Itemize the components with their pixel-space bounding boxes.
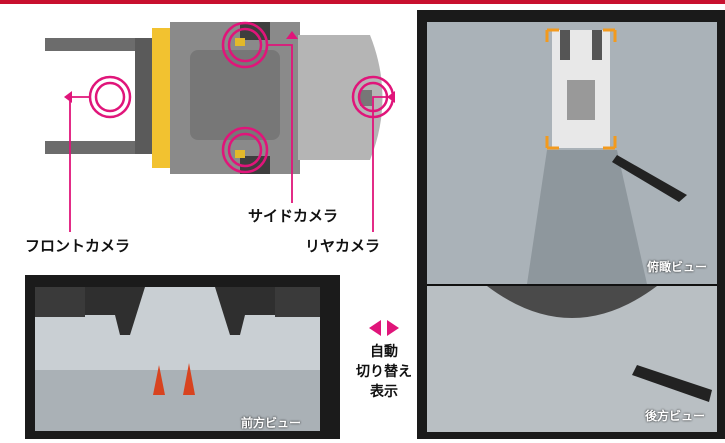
rear-camera-label: リヤカメラ (305, 237, 381, 255)
monitor-left-screen (35, 287, 320, 431)
leader-side (267, 44, 293, 203)
monitor-right-screen (427, 22, 717, 432)
birdseye-view-label: 俯瞰ビュー (647, 260, 708, 274)
forklift-diagram (45, 22, 383, 174)
camera-marker-icon (221, 126, 269, 174)
switch-arrows-icon (369, 320, 399, 336)
arrow-side (286, 31, 298, 39)
front-camera-label: フロントカメラ (25, 237, 131, 255)
leader-front (69, 96, 90, 232)
front-view-label: 前方ビュー (241, 416, 302, 430)
monitor-left: 前方ビュー (25, 275, 340, 439)
switch-line-3: 表示 (370, 384, 398, 400)
camera-marker-icon (94, 81, 126, 113)
switch-line-1: 自動 (370, 344, 398, 360)
top-accent-bar (0, 0, 725, 4)
rear-view-label: 後方ビュー (645, 409, 706, 423)
camera-marker-icon (227, 27, 263, 63)
camera-marker-icon (227, 132, 263, 168)
fork-top (45, 38, 145, 51)
leader-rear (372, 96, 393, 232)
monitor-right: 俯瞰ビュー 後方ビュー (417, 10, 725, 439)
arrow-rear (387, 91, 395, 103)
auto-switch-indicator: 自動 切り替え 表示 (354, 318, 414, 428)
mast (135, 38, 153, 154)
side-camera-label: サイドカメラ (248, 207, 339, 225)
arrow-front (64, 91, 72, 103)
counterweight (298, 35, 383, 160)
switch-line-2: 切り替え (356, 364, 412, 380)
wheel-bottom (240, 156, 270, 174)
cab-roof (190, 50, 280, 140)
